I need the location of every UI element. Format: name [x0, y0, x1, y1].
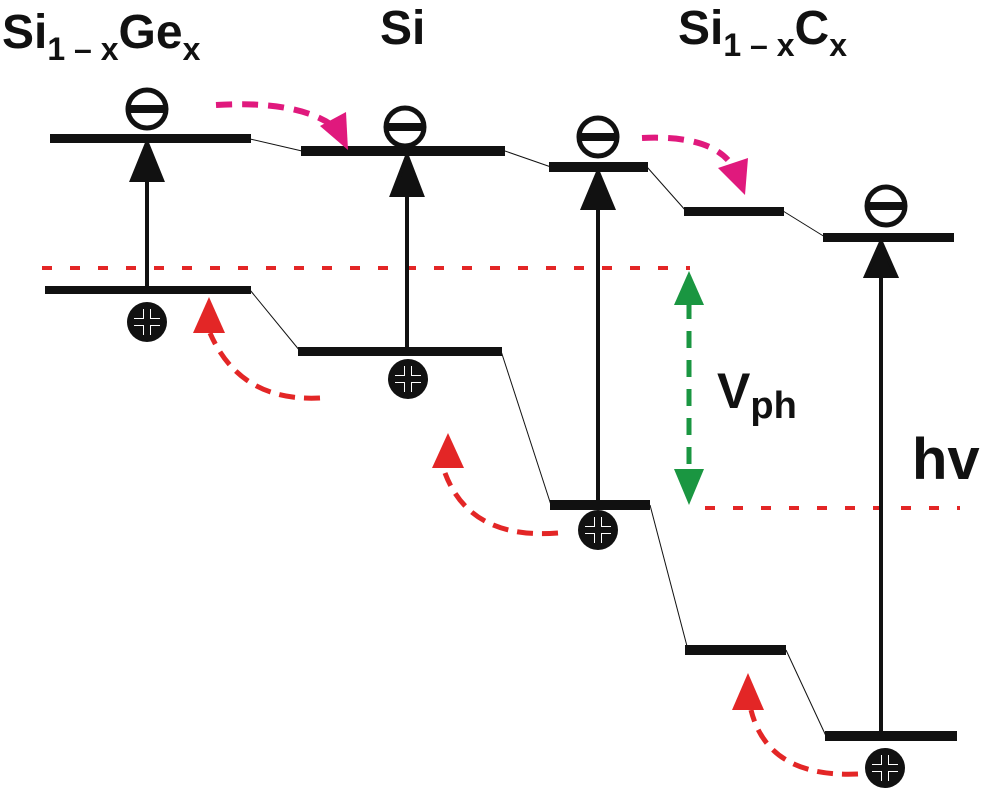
valence-band-connectors — [249, 289, 827, 737]
arrow-head-icon — [732, 673, 764, 710]
hole-icon — [127, 302, 167, 342]
vb-sic-3 — [825, 731, 957, 741]
holes — [127, 302, 905, 788]
hole-icon — [865, 748, 905, 788]
photovoltage-arrow — [674, 271, 704, 505]
vb-sic-2 — [685, 645, 786, 655]
arrow-head-icon — [193, 297, 225, 333]
electron-transfer-arrow-1 — [215, 101, 338, 131]
cb-sige — [50, 134, 251, 143]
hv-label: hv — [912, 427, 980, 492]
hole-transfer-arrow-2 — [442, 472, 559, 537]
conduction-band-connectors — [249, 138, 826, 238]
cb-si — [301, 146, 505, 156]
hole-transfer-arrow-1 — [207, 332, 321, 401]
electron-icon — [576, 115, 620, 159]
vph-label: Vph — [717, 363, 797, 427]
vb-sige — [45, 286, 251, 294]
electron-transfer-arrows — [215, 101, 748, 195]
electron-icon — [864, 184, 908, 228]
arrow-head-icon — [129, 137, 165, 182]
electron-transfer-arrow-2 — [641, 134, 731, 163]
arrow-head-icon — [862, 237, 900, 278]
cb-sic-2 — [684, 207, 784, 216]
vb-si — [298, 347, 502, 356]
hole-icon — [388, 359, 428, 399]
hole-transfer-arrow-3 — [748, 709, 859, 777]
title-si: Si — [380, 2, 425, 55]
hole-transfer-arrows — [193, 297, 859, 777]
energy-levels — [45, 134, 957, 741]
arrow-head-icon — [674, 469, 704, 505]
cb-sic-3 — [823, 233, 954, 242]
title-sic: Si1 – xCx — [678, 2, 847, 63]
hole-icon — [578, 510, 618, 550]
vb-sic-1 — [550, 500, 650, 510]
arrow-head-icon — [674, 271, 704, 305]
arrow-head-icon — [389, 150, 425, 197]
cb-sic-1 — [549, 162, 648, 172]
electron-icon — [383, 105, 427, 149]
electron-icon — [125, 87, 169, 131]
title-sige: Si1 – xGex — [2, 6, 201, 67]
arrow-head-icon — [580, 166, 616, 210]
arrow-head-icon — [718, 158, 748, 195]
excitation-arrows — [129, 137, 900, 731]
arrow-head-icon — [320, 112, 348, 150]
electrons — [125, 87, 908, 228]
arrow-head-icon — [432, 433, 464, 468]
